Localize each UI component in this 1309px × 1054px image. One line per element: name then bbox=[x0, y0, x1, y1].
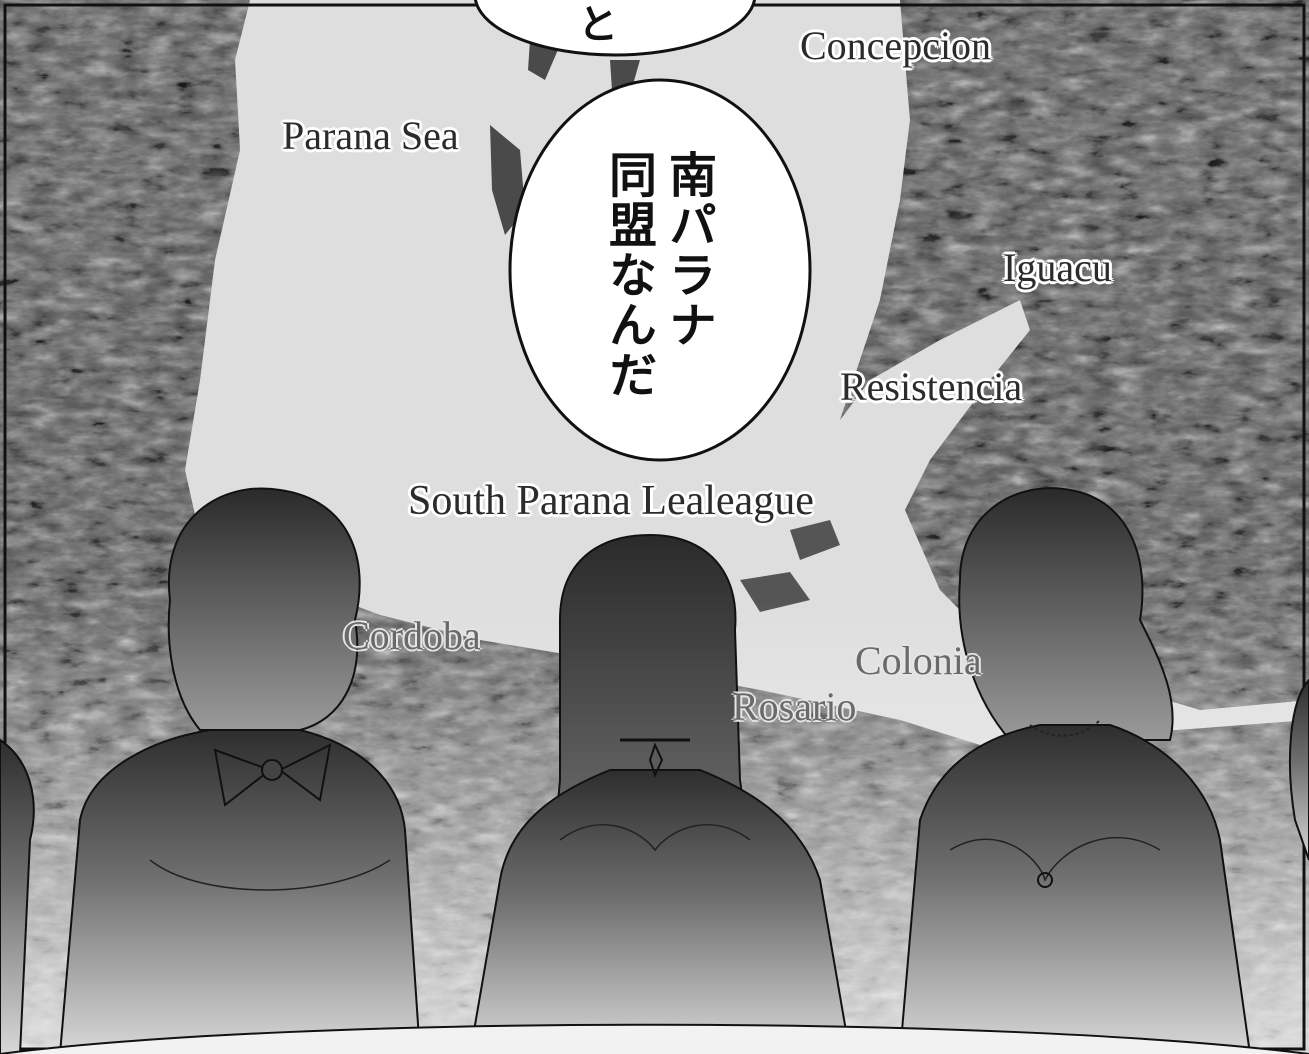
map-label-resistencia: Resistencia bbox=[840, 364, 1023, 409]
map-label-colonia: Colonia bbox=[855, 638, 982, 683]
map-label-parana-sea: Parana Sea bbox=[282, 113, 459, 158]
main-bubble-text-col2: 同盟なんだ bbox=[600, 150, 656, 400]
main-bubble-text-col1: 南パラナ bbox=[660, 150, 716, 350]
center-character bbox=[468, 533, 852, 1054]
map-label-rosario: Rosario bbox=[732, 684, 857, 729]
map-label-cordoba: Cordoba bbox=[343, 613, 481, 658]
map-label-concepcion: Concepcion bbox=[800, 23, 992, 68]
main-speech-bubble bbox=[508, 78, 812, 462]
map-label-iguacu: Iguacu bbox=[1003, 245, 1112, 290]
top-speech-bubble bbox=[473, 0, 757, 57]
map-label-south-parana-league: South Parana Lealeague bbox=[408, 478, 814, 524]
top-bubble-text: と bbox=[578, 2, 618, 48]
left-character bbox=[58, 487, 422, 1054]
right-character bbox=[898, 487, 1252, 1054]
